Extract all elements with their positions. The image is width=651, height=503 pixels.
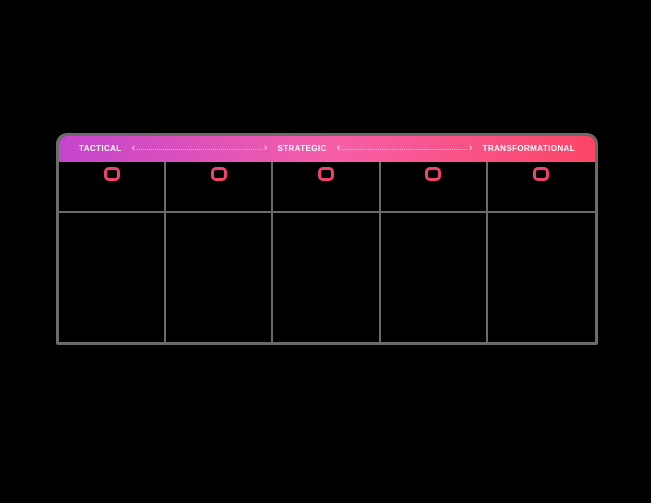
spectrum-header-bar: TACTICAL ‹ › STRATEGIC ‹ › TRANSFORMATIO…: [59, 136, 595, 162]
header-label-tactical: TACTICAL: [79, 144, 122, 153]
dotted-double-arrow: ‹ ›: [336, 141, 473, 155]
header-label-strategic: STRATEGIC: [277, 144, 327, 153]
grid-cell[interactable]: [59, 211, 167, 342]
chevron-right-icon: ›: [468, 141, 473, 154]
spectrum-board: TACTICAL ‹ › STRATEGIC ‹ › TRANSFORMATIO…: [56, 133, 598, 345]
board-grid: [59, 162, 595, 342]
grid-cell[interactable]: [487, 162, 595, 211]
header-label-transformational: TRANSFORMATIONAL: [482, 144, 575, 153]
grid-cell[interactable]: [166, 211, 274, 342]
dotted-line: [137, 148, 262, 150]
dotted-double-arrow: ‹ ›: [131, 141, 268, 155]
grid-cell[interactable]: [487, 211, 595, 342]
rounded-square-icon: [425, 167, 442, 181]
dotted-line: [342, 148, 467, 150]
grid-cell[interactable]: [59, 162, 167, 211]
rounded-square-icon: [317, 167, 334, 181]
grid-cell[interactable]: [166, 162, 274, 211]
grid-cell[interactable]: [273, 162, 381, 211]
grid-cell[interactable]: [273, 211, 381, 342]
rounded-square-icon: [103, 167, 120, 181]
rounded-square-icon: [210, 167, 227, 181]
rounded-square-icon: [533, 167, 550, 181]
chevron-left-icon: ‹: [131, 141, 136, 154]
grid-cell[interactable]: [380, 162, 488, 211]
chevron-left-icon: ‹: [336, 141, 341, 154]
grid-cell[interactable]: [380, 211, 488, 342]
chevron-right-icon: ›: [263, 141, 268, 154]
